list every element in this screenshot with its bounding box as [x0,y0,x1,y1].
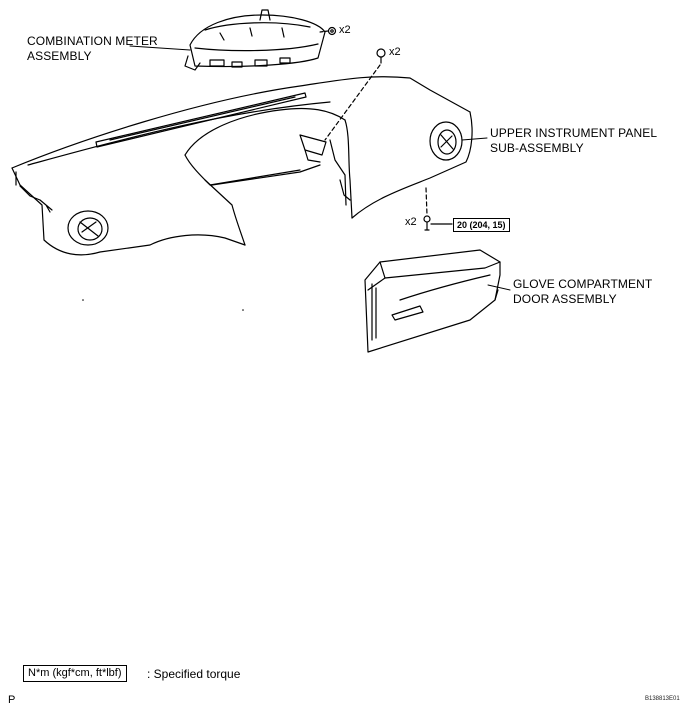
panel-clip-drawing [324,48,386,141]
torque-legend-box: N*m (kgf*cm, ft*lbf) [23,665,127,682]
upper-instrument-panel-drawing [11,76,473,256]
torque-legend-text: : Specified torque [147,667,241,681]
combination-meter-drawing [184,9,326,71]
corner-mark: P [8,694,16,706]
torque-spec-box: 20 (204, 15) [453,218,510,232]
figure-id: B138813E01 [645,696,680,702]
panel-bolt-qty: x2 [405,216,417,228]
meter-screw-qty: x2 [339,24,351,36]
panel-clip-qty: x2 [389,46,401,58]
meter-screw-drawing [319,26,337,36]
label-combination-meter: COMBINATION METER ASSEMBLY [27,34,158,63]
label-upper-instrument-panel: UPPER INSTRUMENT PANEL SUB-ASSEMBLY [490,126,658,155]
glove-compartment-drawing [364,249,501,353]
panel-bolt-drawing [423,187,453,231]
label-glove-compartment: GLOVE COMPARTMENT DOOR ASSEMBLY [513,277,653,306]
specks [82,299,244,311]
